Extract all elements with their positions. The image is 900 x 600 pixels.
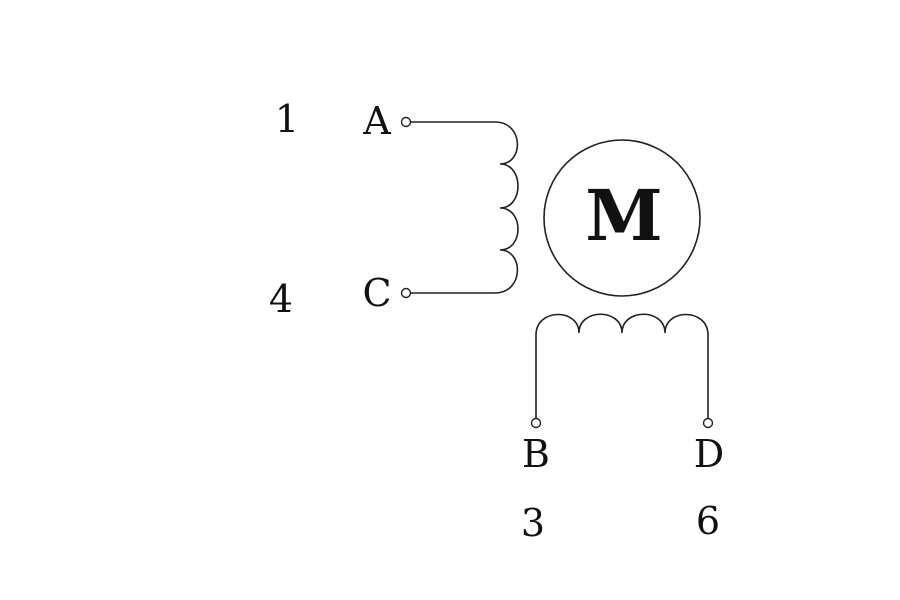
pin-number-b: 3 — [521, 501, 545, 545]
terminal-b — [530, 417, 542, 429]
coil-b-d-wire — [535, 313, 709, 418]
terminal-label-b: B — [522, 432, 550, 476]
coil-b-d — [530, 313, 714, 429]
motor-symbol: M — [543, 139, 701, 297]
coil-a-c — [400, 116, 519, 299]
motor-label: M — [585, 174, 663, 257]
terminal-label-c: C — [362, 271, 391, 315]
motor-circle — [543, 139, 701, 297]
pin-number-a: 1 — [275, 97, 299, 141]
terminal-label-a: A — [362, 99, 391, 143]
pin-number-d: 6 — [696, 499, 720, 543]
terminal-a — [400, 116, 412, 128]
terminal-d — [702, 417, 714, 429]
coil-a-c-wire — [411, 121, 519, 294]
terminal-label-d: D — [694, 432, 724, 476]
terminal-c — [400, 287, 412, 299]
pin-number-c: 4 — [269, 277, 293, 321]
